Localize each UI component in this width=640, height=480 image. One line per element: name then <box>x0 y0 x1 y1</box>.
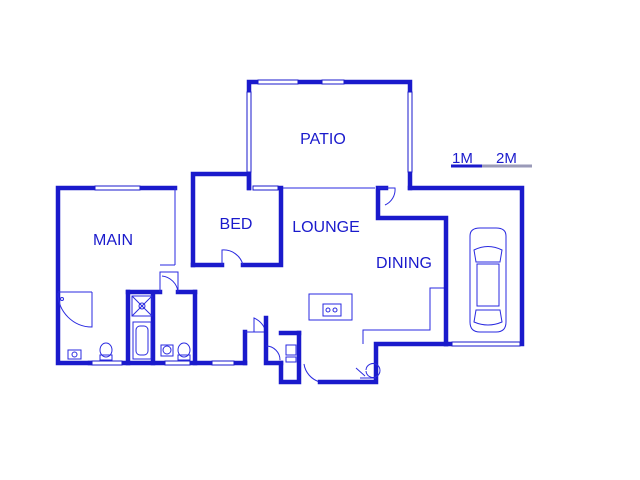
basin-icon <box>67 349 82 360</box>
room-label-lounge: LOUNGE <box>292 219 360 236</box>
car-icon <box>469 227 507 333</box>
room-label-main: MAIN <box>93 232 133 249</box>
room-label-bed: BED <box>220 216 253 233</box>
kitchen-island-icon <box>308 293 353 321</box>
bed-room-walls <box>190 171 284 268</box>
bathroom-walls <box>57 271 248 366</box>
patio-outline <box>246 79 413 191</box>
fixture-dot <box>60 297 64 301</box>
scale-bar: 1M 2M <box>451 150 532 168</box>
toilet-icon <box>99 342 113 361</box>
kitchen-sink-icon <box>285 344 297 363</box>
shower-icon <box>131 295 153 317</box>
bathtub-icon <box>132 321 152 360</box>
room-label-dining: DINING <box>376 255 432 272</box>
toilet-icon <box>177 342 191 361</box>
scale-label-2m: 2M <box>496 150 517 167</box>
scale-label-1m: 1M <box>452 150 473 167</box>
main-bedroom-walls <box>55 185 178 366</box>
lounge-dining-walls <box>317 185 525 385</box>
room-label-patio: PATIO <box>300 131 346 148</box>
basin-icon <box>160 344 174 357</box>
hallway-walls <box>242 315 321 385</box>
